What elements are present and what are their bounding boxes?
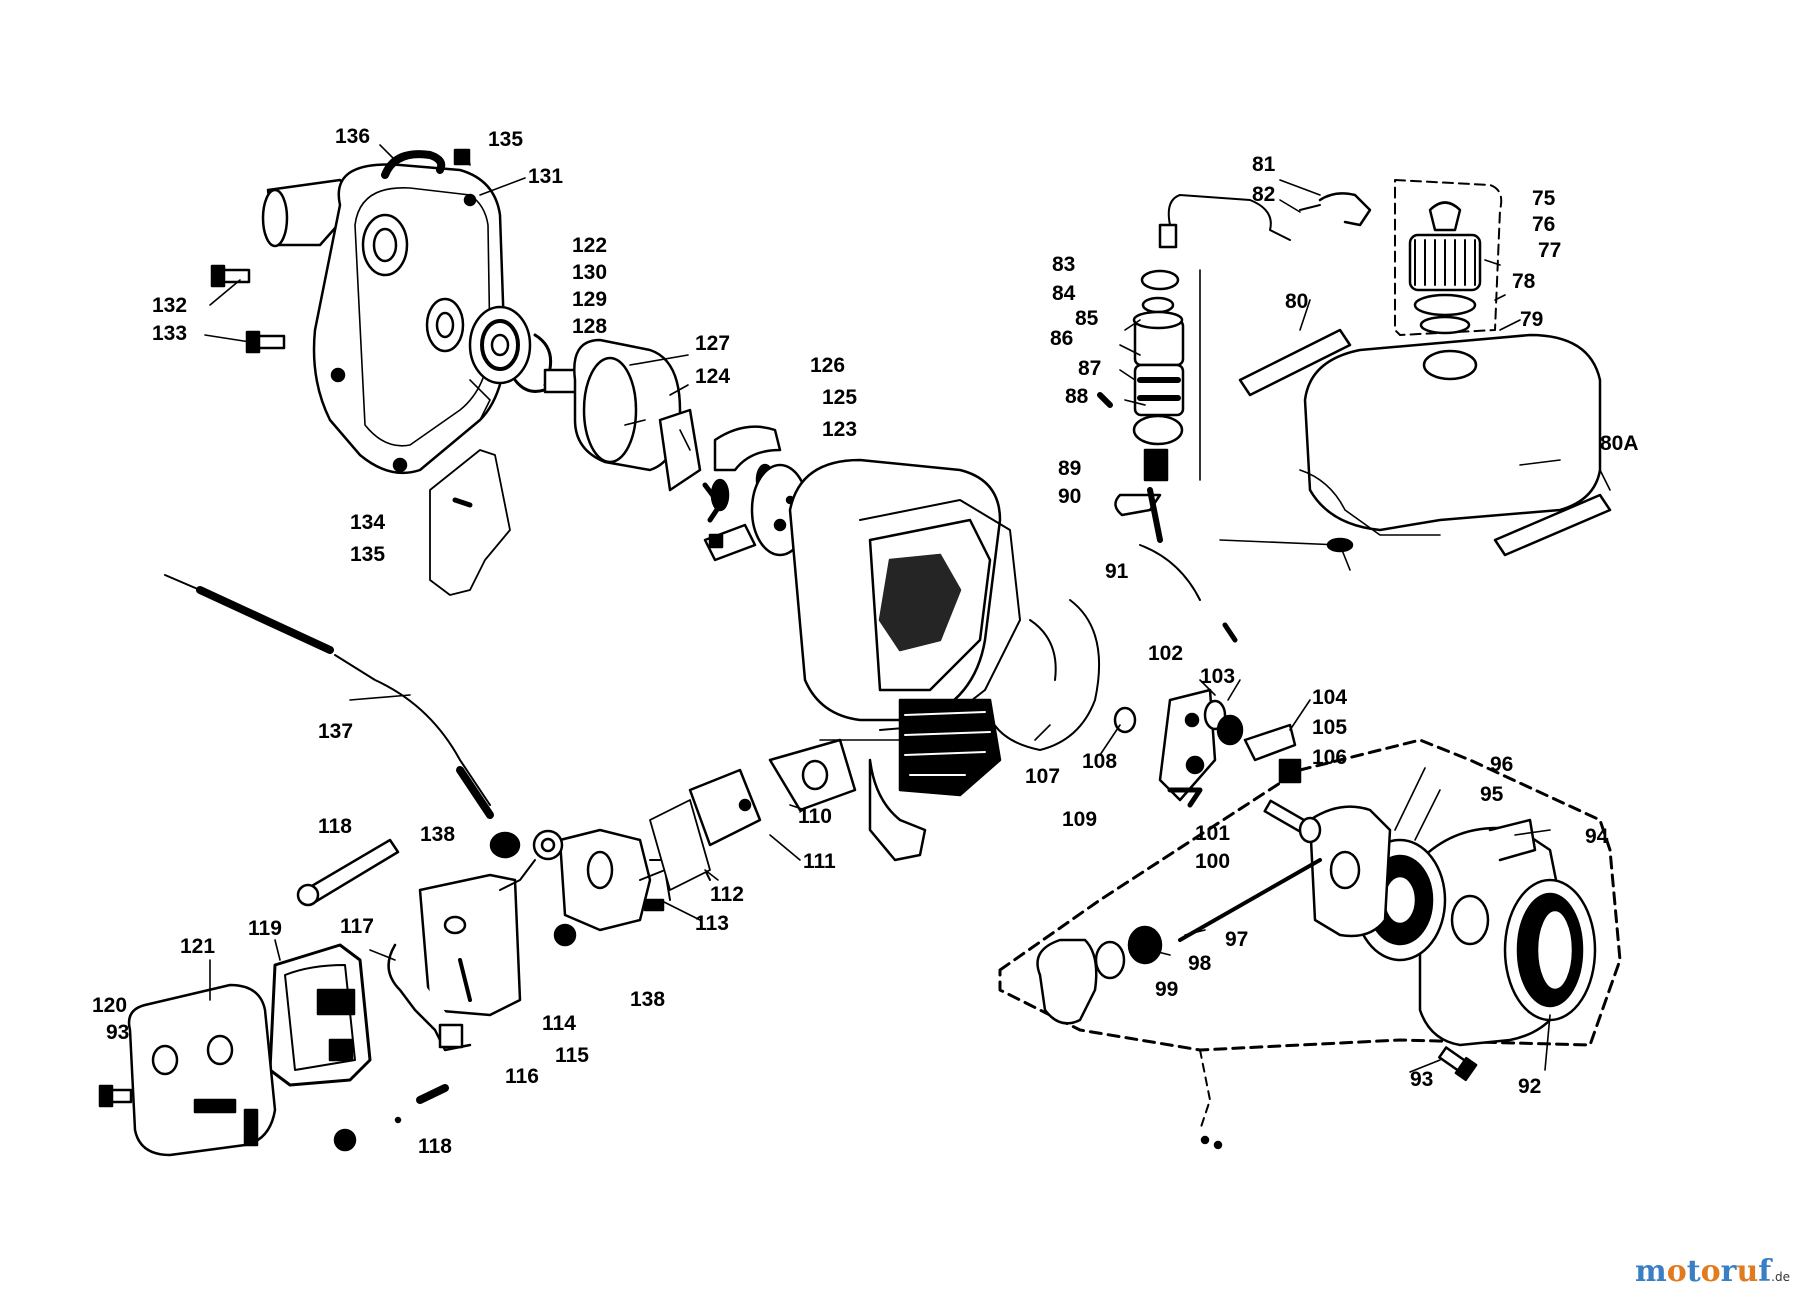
- callout-121: 121: [180, 935, 216, 958]
- callout-138-top: 138: [420, 823, 456, 846]
- bolt-118-top: [296, 838, 400, 907]
- starter-handle-98-99: [1036, 925, 1163, 1025]
- callout-134-135: 134 135: [350, 511, 386, 566]
- bearings-128-130: [425, 297, 557, 393]
- callout-137: 137: [318, 720, 354, 743]
- ignition-module-102-109: [1113, 688, 1302, 808]
- callout-118-top: 118: [318, 815, 352, 838]
- callout-116: 116: [505, 1065, 539, 1088]
- watermark-logo: motoruf.de: [1635, 1254, 1790, 1289]
- callout-93-starter: 93: [1410, 1068, 1434, 1091]
- tank-pad-80A: [1493, 493, 1612, 557]
- callout-86: 86: [1050, 327, 1074, 350]
- clutch-housing-cover: [261, 163, 507, 475]
- callout-122-130-129-128: 122 130 129 128: [572, 234, 608, 338]
- starter-outline-dashed: [998, 738, 1622, 1150]
- callout-132: 132: [152, 294, 188, 317]
- filter-element-119: [268, 943, 372, 1087]
- starter-rope-97: [1178, 858, 1322, 942]
- fuel-filter-stack-83-90: [1097, 269, 1201, 543]
- callout-104-105-106: 104 105 106: [1312, 686, 1348, 769]
- callout-80: 80: [1285, 290, 1309, 313]
- callout-117: 117: [340, 915, 374, 938]
- starter-pulley-95-96: [1308, 805, 1447, 962]
- callout-135: 135: [488, 128, 524, 151]
- callout-88: 88: [1065, 385, 1089, 408]
- tank-pad-80: [1238, 328, 1352, 397]
- callout-101-100: 101 100: [1195, 822, 1231, 873]
- callout-87: 87: [1078, 357, 1102, 380]
- flywheel-ring-107: [984, 599, 1101, 751]
- callout-138-bottom: 138: [630, 988, 666, 1011]
- callout-81-82: 81 82: [1252, 153, 1276, 206]
- throttle-cable-137: [164, 574, 521, 859]
- gasket-112: [649, 799, 711, 891]
- callout-114: 114: [542, 1012, 576, 1035]
- callout-113: 113: [695, 912, 729, 935]
- clutch-drum-127: [543, 338, 682, 472]
- callout-97: 97: [1225, 928, 1249, 951]
- clutch-shoe-124: [658, 408, 782, 523]
- screw-93-starter: [1438, 1046, 1478, 1082]
- callout-120-93: 120 93: [92, 994, 130, 1044]
- gasket-134: [429, 449, 511, 596]
- screws-132-133: [210, 264, 286, 354]
- screw-135-top: [453, 148, 471, 166]
- callout-80A: 80A: [1600, 432, 1639, 455]
- callout-109: 109: [1062, 808, 1098, 831]
- callout-110: 110: [798, 805, 832, 828]
- callout-102: 102: [1148, 642, 1184, 665]
- watermark-brand: motoruf: [1635, 1254, 1772, 1289]
- handle-bar-136: [381, 150, 446, 179]
- callout-112: 112: [710, 883, 744, 906]
- callout-99: 99: [1155, 978, 1179, 1001]
- callout-108: 108: [1082, 750, 1118, 773]
- callout-92: 92: [1518, 1075, 1542, 1098]
- bolts-100-101: [1263, 799, 1322, 844]
- air-filter-plate-114: [387, 829, 577, 1052]
- callout-127: 127: [695, 332, 731, 355]
- engine-block: [788, 458, 1021, 862]
- callout-118-bottom: 118: [418, 1135, 452, 1158]
- small-parts-118-bottom: [333, 1084, 449, 1152]
- carburetor-113: [558, 828, 711, 932]
- callout-103: 103: [1200, 665, 1236, 688]
- intake-gasket-110-111: [688, 738, 857, 847]
- fuel-tank-79: [1219, 333, 1602, 571]
- callout-126-125-123: 126 125 123: [810, 354, 858, 441]
- air-filter-cover-121: [98, 983, 277, 1157]
- callout-78: 78: [1512, 270, 1536, 293]
- callout-85: 85: [1075, 307, 1099, 330]
- callout-91: 91: [1105, 560, 1129, 583]
- callout-107: 107: [1025, 765, 1061, 788]
- callout-115: 115: [555, 1044, 589, 1067]
- callout-95: 95: [1480, 783, 1504, 806]
- callout-75-76-77: 75 76 77: [1532, 187, 1562, 262]
- callout-124: 124: [695, 365, 731, 388]
- callout-89-90: 89 90: [1058, 457, 1082, 508]
- starter-housing-94: [1418, 818, 1597, 1047]
- fuel-line-81-82: [1158, 192, 1372, 249]
- fuel-cap-assembly-75-78: [1394, 179, 1503, 336]
- callout-119: 119: [248, 917, 282, 940]
- callout-111: 111: [803, 850, 836, 873]
- callout-79: 79: [1520, 308, 1544, 331]
- callout-83-84: 83 84: [1052, 253, 1076, 305]
- wire-91: [1139, 544, 1238, 643]
- callout-136: 136: [335, 125, 371, 148]
- watermark-tld: .de: [1771, 1270, 1790, 1284]
- leader-lines: [204, 144, 1611, 1073]
- callout-133: 133: [152, 322, 188, 345]
- callout-131: 131: [528, 165, 564, 188]
- callout-94: 94: [1585, 825, 1609, 848]
- callout-98: 98: [1188, 952, 1212, 975]
- callout-96: 96: [1490, 753, 1514, 776]
